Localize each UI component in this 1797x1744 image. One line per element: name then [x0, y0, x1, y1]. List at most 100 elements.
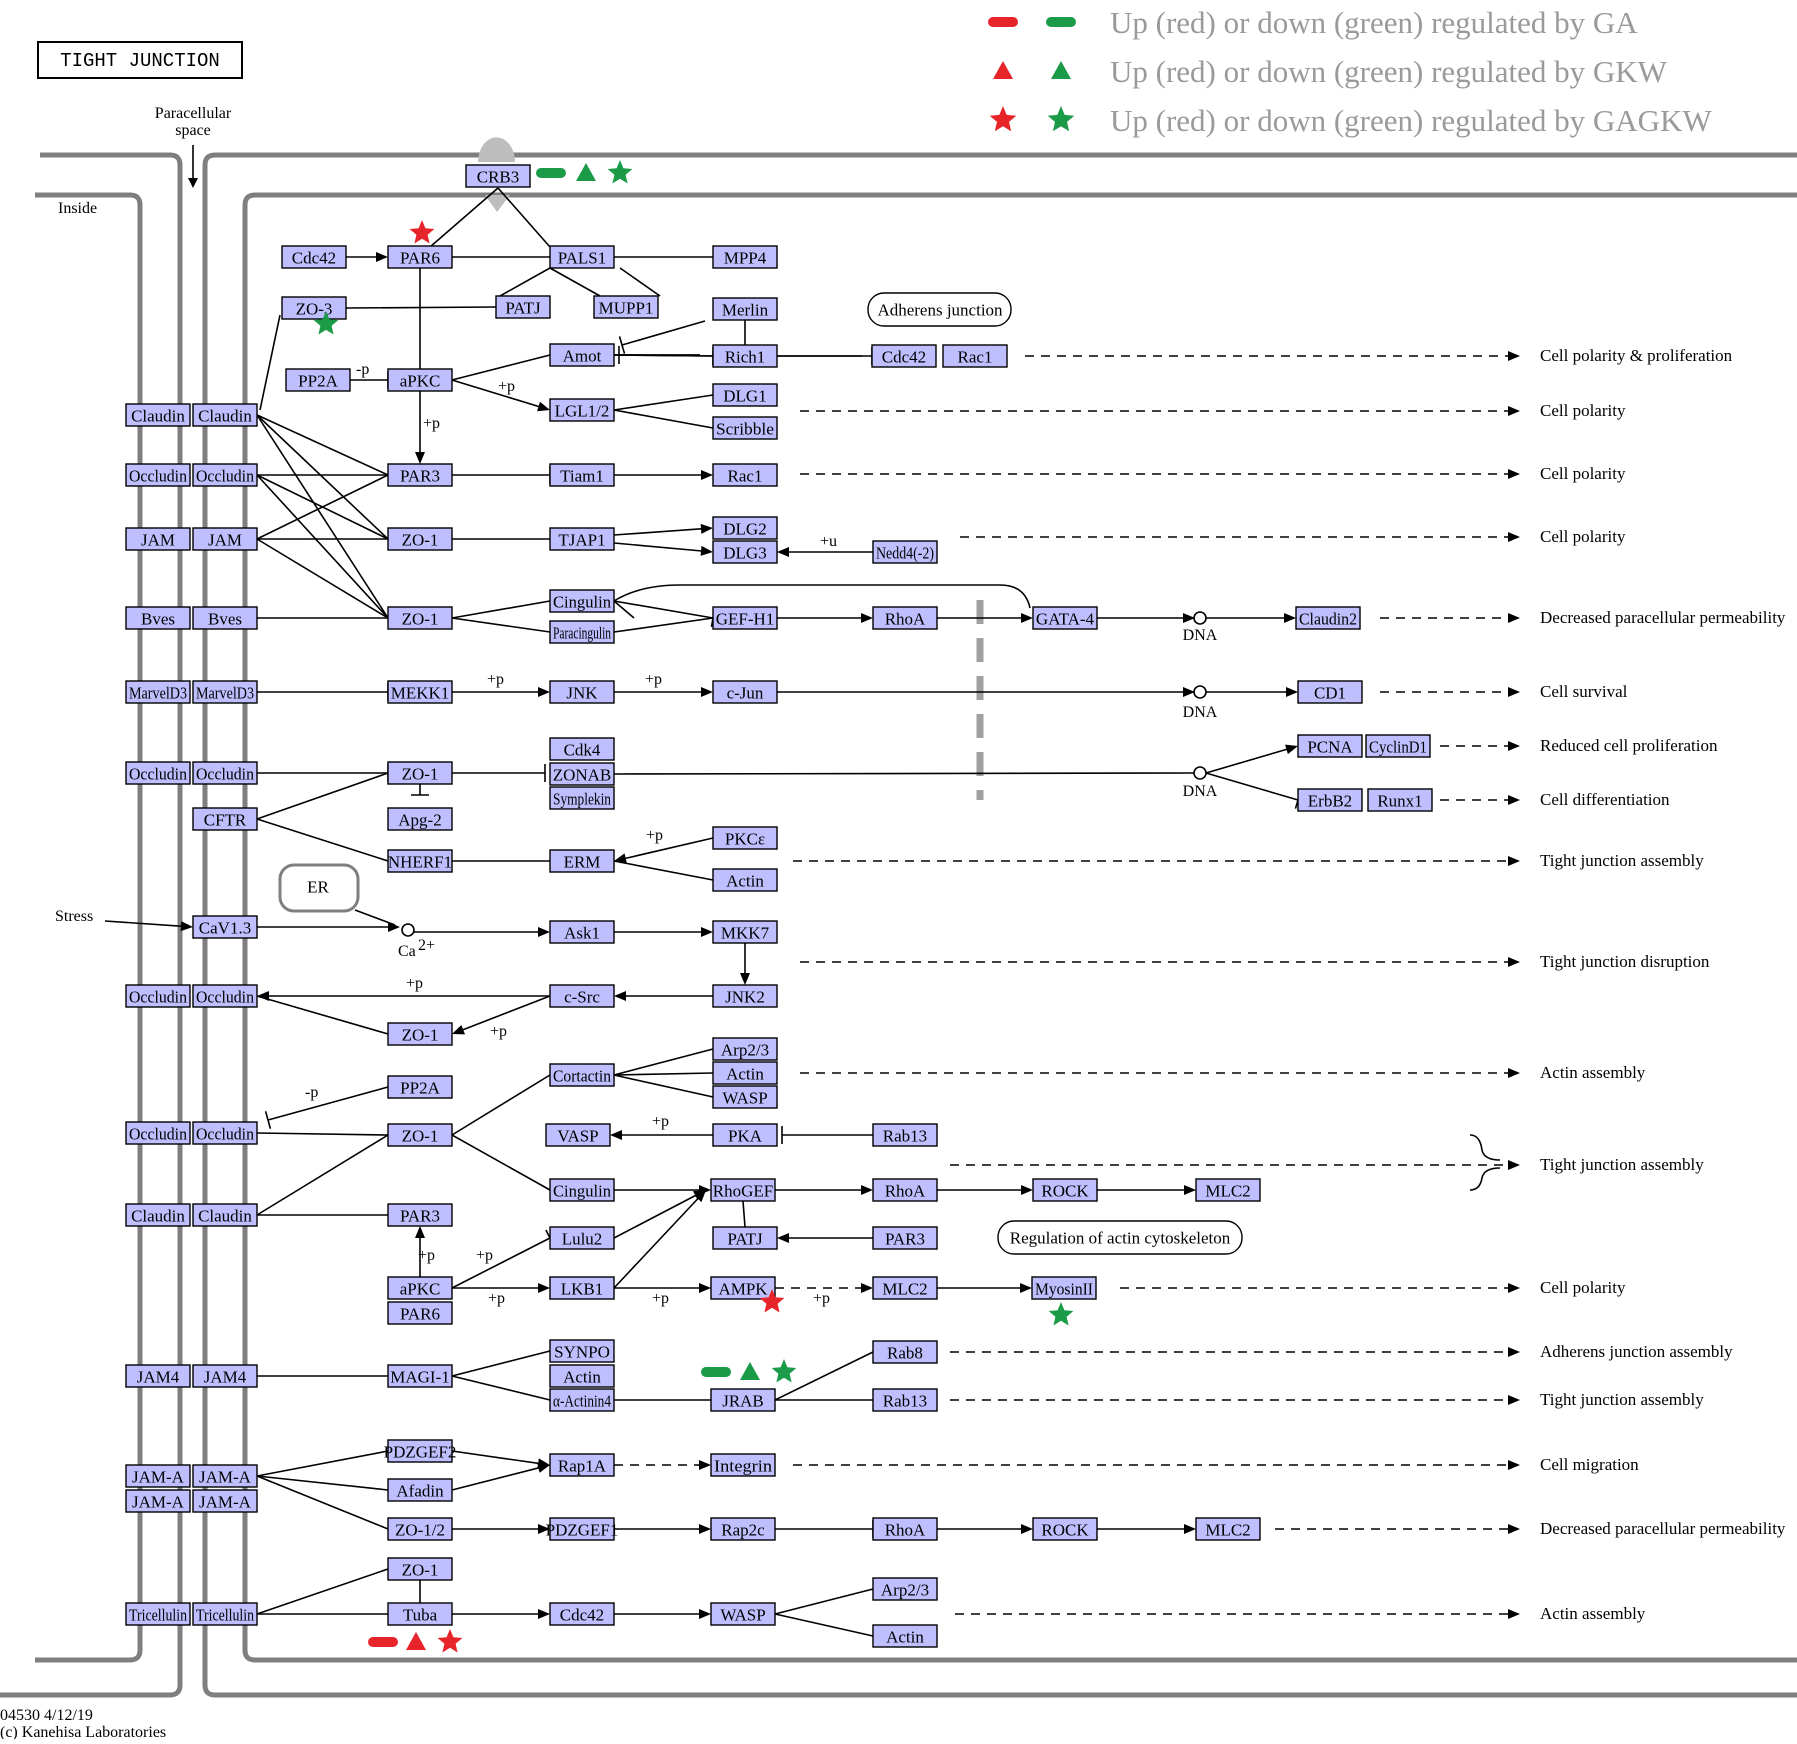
gene-tiam1-23[interactable]: Tiam1	[550, 464, 614, 486]
gene-symplekin-52[interactable]: Symplekin	[550, 787, 614, 809]
gene-par3-89[interactable]: PAR3	[388, 1204, 452, 1226]
gene-jam-26[interactable]: JAM	[193, 528, 257, 550]
gene-jam4-100[interactable]: JAM4	[193, 1365, 257, 1387]
gene-wasp-74[interactable]: WASP	[713, 1086, 777, 1108]
gene-tuba-125[interactable]: Tuba	[388, 1603, 452, 1625]
gene-claudin-18[interactable]: Claudin	[126, 404, 190, 426]
gene-rab8-106[interactable]: Rab8	[873, 1341, 937, 1363]
gene-actin-62[interactable]: Actin	[713, 869, 777, 891]
gene-zo-1-49[interactable]: ZO-1	[388, 762, 452, 784]
gene-mlc2-97[interactable]: MLC2	[873, 1277, 937, 1299]
gene-claudin2-40[interactable]: Claudin2	[1296, 607, 1360, 629]
gene-arp2-3-128[interactable]: Arp2/3	[873, 1578, 937, 1600]
compartment-adherens-junction[interactable]: Adherens junction	[868, 293, 1011, 326]
gene-mlc2-121[interactable]: MLC2	[1196, 1518, 1260, 1540]
gene-occludin-48[interactable]: Occludin	[193, 762, 257, 784]
gene-pcna-53[interactable]: PCNA	[1298, 735, 1362, 757]
gene-claudin-87[interactable]: Claudin	[126, 1204, 190, 1226]
gene-actin-129[interactable]: Actin	[873, 1625, 937, 1647]
gene-c-src-68[interactable]: c-Src	[550, 985, 614, 1007]
gene-occludin-21[interactable]: Occludin	[193, 464, 257, 486]
gene-rab13-107[interactable]: Rab13	[873, 1389, 937, 1411]
gene-gata-4-39[interactable]: GATA-4	[1033, 607, 1097, 629]
gene-synpo-102[interactable]: SYNPO	[550, 1340, 614, 1362]
gene-scribble-17[interactable]: Scribble	[713, 417, 777, 439]
gene-amot-9[interactable]: Amot	[550, 344, 614, 366]
gene-integrin-115[interactable]: Integrin	[711, 1454, 775, 1476]
gene-occludin-76[interactable]: Occludin	[126, 1122, 190, 1144]
gene-occludin-47[interactable]: Occludin	[126, 762, 190, 784]
gene-arp2-3-72[interactable]: Arp2/3	[713, 1038, 777, 1060]
gene-tjap1-28[interactable]: TJAP1	[550, 528, 614, 550]
gene-dlg2-29[interactable]: DLG2	[713, 517, 777, 539]
gene-rap2c-118[interactable]: Rap2c	[711, 1518, 775, 1540]
gene-pals1-3[interactable]: PALS1	[550, 246, 614, 268]
gene-occludin-67[interactable]: Occludin	[193, 985, 257, 1007]
gene-rac1-24[interactable]: Rac1	[713, 464, 777, 486]
gene-jnk2-69[interactable]: JNK2	[713, 985, 777, 1007]
gene-occludin-66[interactable]: Occludin	[126, 985, 190, 1007]
gene-magi-1-101[interactable]: MAGI-1	[388, 1365, 452, 1387]
gene-zo-3-5[interactable]: ZO-3	[282, 297, 346, 319]
gene-nedd4-2-31[interactable]: Nedd4(-2)	[873, 541, 937, 563]
gene-dlg3-30[interactable]: DLG3	[713, 541, 777, 563]
gene-rac1-12[interactable]: Rac1	[943, 345, 1007, 367]
gene-jam4-99[interactable]: JAM4	[126, 1365, 190, 1387]
gene-c-jun-45[interactable]: c-Jun	[713, 681, 777, 703]
gene-mupp1-7[interactable]: MUPP1	[594, 296, 658, 318]
gene-rhogef-83[interactable]: RhoGEF	[711, 1179, 775, 1201]
gene-par6-94[interactable]: PAR6	[388, 1302, 452, 1324]
gene-cav1-3-63[interactable]: CaV1.3	[193, 916, 257, 938]
gene-tricellulin-123[interactable]: Tricellulin	[126, 1603, 190, 1625]
gene-afadin-113[interactable]: Afadin	[388, 1479, 452, 1501]
gene-tricellulin-124[interactable]: Tricellulin	[193, 1603, 257, 1625]
gene-gef-h1-37[interactable]: GEF-H1	[713, 607, 777, 629]
gene-jnk-44[interactable]: JNK	[550, 681, 614, 703]
gene-rich1-10[interactable]: Rich1	[713, 345, 777, 367]
gene-pdzgef1-117[interactable]: PDZGEF1	[546, 1518, 619, 1540]
gene-lulu2-90[interactable]: Lulu2	[550, 1227, 614, 1249]
gene-mpp4-4[interactable]: MPP4	[713, 246, 777, 268]
gene-patj-91[interactable]: PATJ	[713, 1227, 777, 1249]
gene-rhoa-38[interactable]: RhoA	[873, 607, 937, 629]
gene-myosinii-98[interactable]: MyosinII	[1032, 1277, 1096, 1299]
compartment-er[interactable]: ER	[280, 865, 358, 911]
gene-occludin-20[interactable]: Occludin	[126, 464, 190, 486]
gene-merlin-8[interactable]: Merlin	[713, 298, 777, 320]
gene-patj-6[interactable]: PATJ	[496, 296, 550, 318]
gene-pp2a-75[interactable]: PP2A	[388, 1076, 452, 1098]
gene-cd1-46[interactable]: CD1	[1298, 681, 1362, 703]
gene-actin-103[interactable]: Actin	[550, 1365, 614, 1387]
gene-erm-60[interactable]: ERM	[550, 850, 614, 872]
gene-marveld3-42[interactable]: MarvelD3	[193, 681, 257, 703]
gene-apkc-14[interactable]: aPKC	[388, 369, 452, 391]
gene-apg-2-58[interactable]: Apg-2	[388, 808, 452, 830]
gene-rock-85[interactable]: ROCK	[1033, 1179, 1097, 1201]
gene-zo-1-34[interactable]: ZO-1	[388, 607, 452, 629]
gene-jrab-105[interactable]: JRAB	[711, 1389, 775, 1411]
gene-mekk1-43[interactable]: MEKK1	[388, 681, 452, 703]
gene-bves-32[interactable]: Bves	[126, 607, 190, 629]
gene-zo-1-122[interactable]: ZO-1	[388, 1558, 452, 1580]
gene-cyclind1-54[interactable]: CyclinD1	[1366, 735, 1430, 757]
gene-zo-1-70[interactable]: ZO-1	[388, 1023, 452, 1045]
gene-cingulin-82[interactable]: Cingulin	[550, 1179, 614, 1201]
gene-cftr-57[interactable]: CFTR	[193, 808, 257, 830]
gene-cingulin-35[interactable]: Cingulin	[550, 590, 614, 612]
gene-pdzgef2-112[interactable]: PDZGEF2	[384, 1440, 457, 1462]
gene-bves-33[interactable]: Bves	[193, 607, 257, 629]
gene-par6-2[interactable]: PAR6	[388, 246, 452, 268]
gene-mkk7-65[interactable]: MKK7	[713, 921, 777, 943]
gene-ask1-64[interactable]: Ask1	[550, 921, 614, 943]
gene-actin-73[interactable]: Actin	[713, 1062, 777, 1084]
gene-actinin4-104[interactable]: α-Actinin4	[550, 1389, 614, 1411]
gene-jam-a-108[interactable]: JAM-A	[126, 1465, 190, 1487]
gene-pkc-61[interactable]: PKCε	[713, 827, 777, 849]
gene-cdc42-11[interactable]: Cdc42	[872, 345, 936, 367]
gene-jam-a-109[interactable]: JAM-A	[193, 1465, 257, 1487]
gene-dlg1-16[interactable]: DLG1	[713, 384, 777, 406]
gene-lgl1-2-15[interactable]: LGL1/2	[550, 399, 614, 421]
gene-par3-92[interactable]: PAR3	[873, 1227, 937, 1249]
gene-cdc42-126[interactable]: Cdc42	[550, 1603, 614, 1625]
gene-zo-1-27[interactable]: ZO-1	[388, 528, 452, 550]
